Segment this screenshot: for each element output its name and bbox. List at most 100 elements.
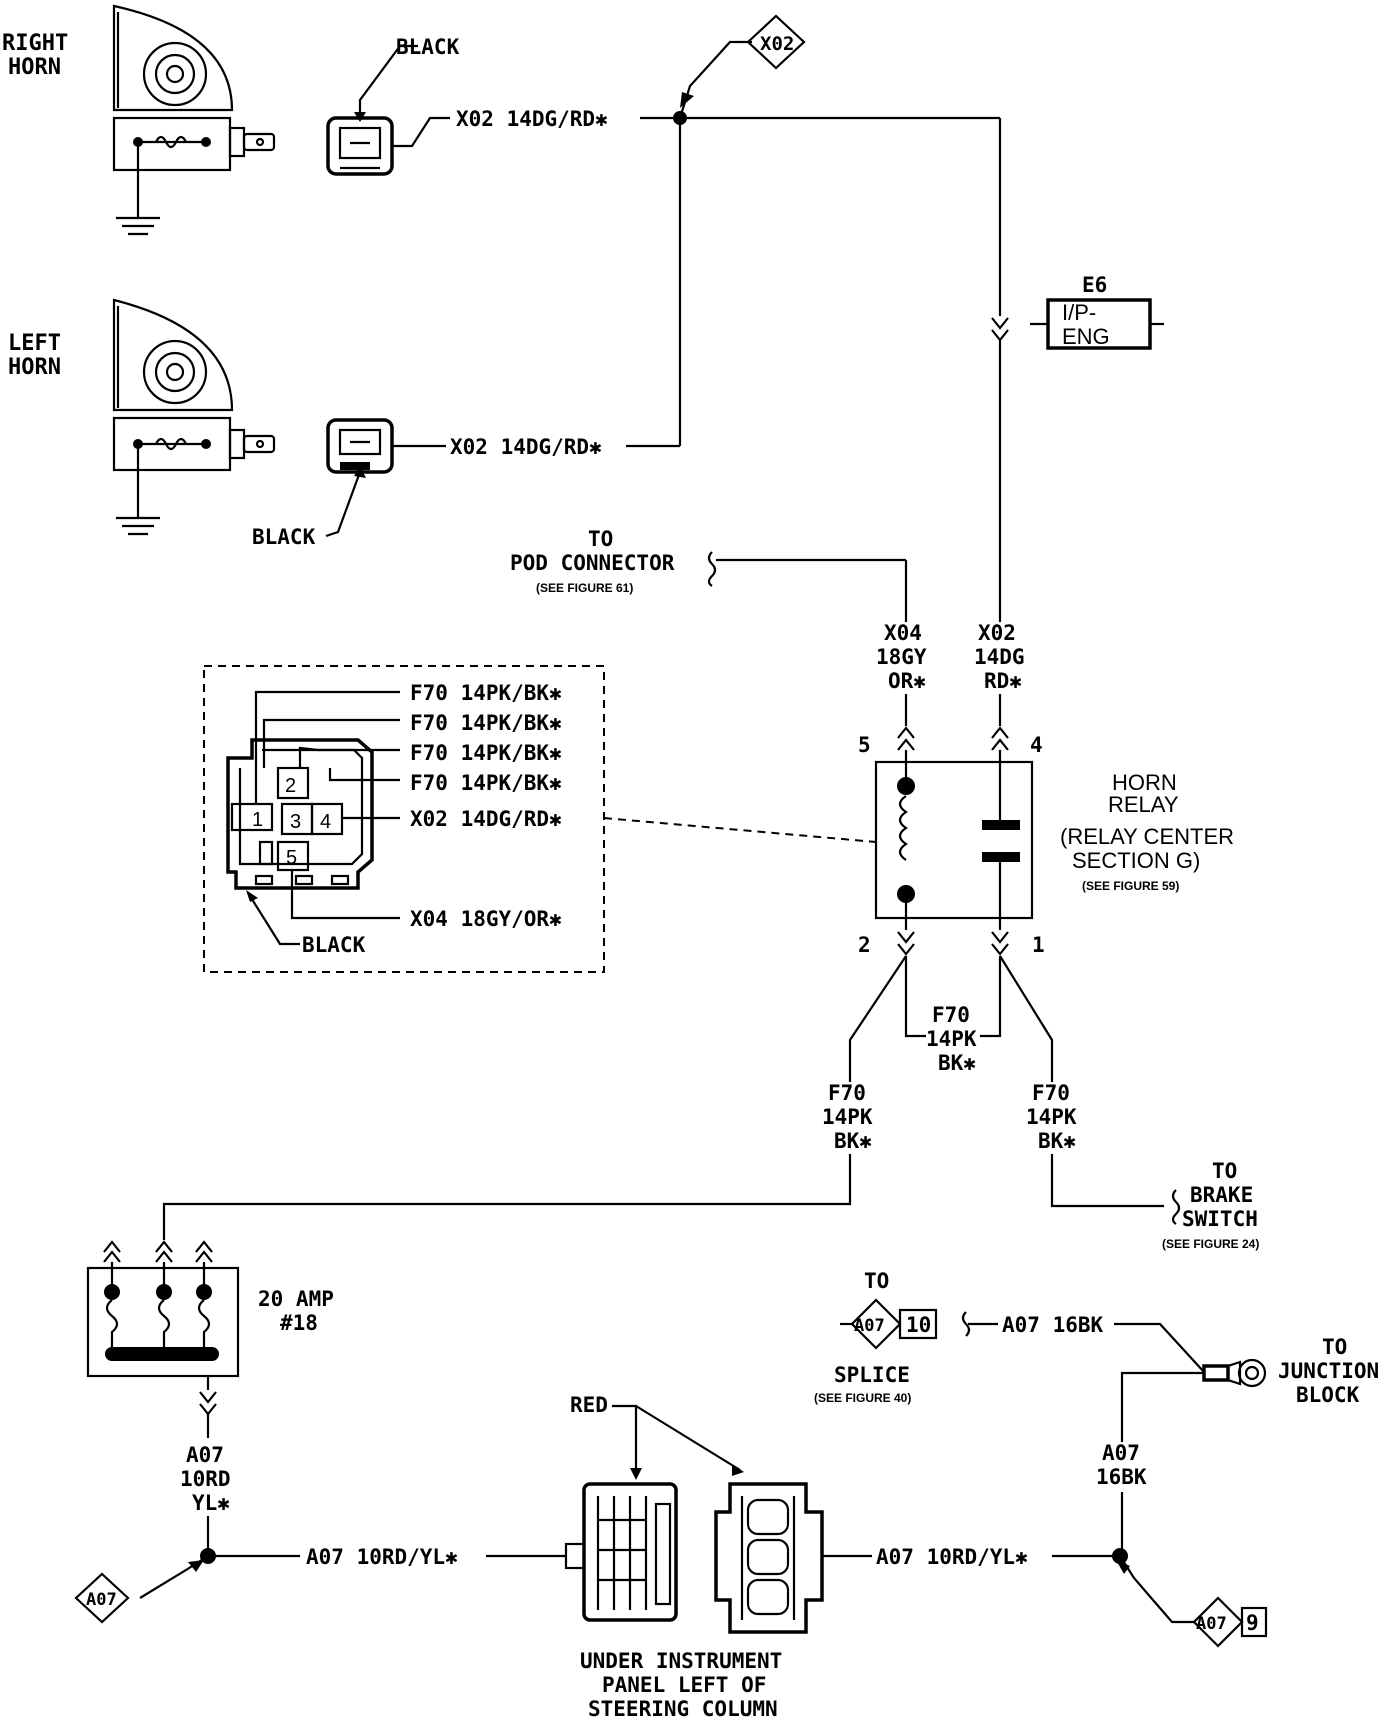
junction-wire-2: 16BK bbox=[1096, 1465, 1147, 1489]
junction-wire-1: A07 bbox=[1102, 1441, 1140, 1465]
a07-vertical-3: YL✱ bbox=[192, 1491, 230, 1515]
x04-label-1: X04 bbox=[884, 621, 922, 645]
relay-connector-leader bbox=[603, 817, 877, 843]
pod-line1: TO bbox=[588, 527, 613, 551]
pod-connector-ref: TO POD CONNECTOR (SEE FIGURE 61) bbox=[510, 527, 908, 622]
right-horn-label-2: HORN bbox=[8, 55, 61, 80]
relay-pin-2: 2 bbox=[858, 933, 871, 957]
splice-num: 10 bbox=[906, 1313, 931, 1337]
relay-connector-wire-2: F70 14PK/BK✱ bbox=[410, 711, 562, 735]
right-horn-connector bbox=[326, 116, 394, 176]
brake-line2: BRAKE bbox=[1190, 1183, 1253, 1207]
splice-label: SPLICE bbox=[834, 1363, 910, 1387]
x02-label-2: 14DG bbox=[974, 645, 1025, 669]
left-horn-connector-color: BLACK bbox=[252, 525, 316, 549]
brake-line1: TO bbox=[1212, 1159, 1237, 1183]
relay-connector-dashed-box bbox=[203, 665, 605, 973]
splice-ref-text: (SEE FIGURE 40) bbox=[814, 1391, 911, 1405]
pod-line2: POD CONNECTOR bbox=[510, 551, 675, 575]
f70-mid-2: 14PK bbox=[926, 1027, 977, 1051]
relay-wire-labels: X04 18GY OR✱ X02 14DG RD✱ bbox=[876, 621, 1025, 751]
brake-break-icon bbox=[1171, 1189, 1181, 1225]
splice-wire: A07 16BK bbox=[1002, 1313, 1104, 1337]
relay-connector-wire-1: F70 14PK/BK✱ bbox=[410, 681, 562, 705]
relay-title-2: RELAY bbox=[1108, 792, 1179, 817]
fuse-line2: #18 bbox=[280, 1311, 318, 1335]
ring-terminal-icon bbox=[1237, 1358, 1267, 1388]
f70-right-1: F70 bbox=[1032, 1081, 1070, 1105]
splice-tag-label: A07 bbox=[854, 1316, 885, 1336]
left-horn-wire-label: X02 14DG/RD✱ bbox=[450, 435, 602, 459]
relay-pin-4: 4 bbox=[1030, 733, 1043, 757]
junction-block: TO JUNCTION BLOCK A07 16BK A07 9 bbox=[1096, 1335, 1379, 1648]
right-horn-wire-label: X02 14DG/RD✱ bbox=[456, 107, 608, 131]
mating-connectors: RED A07 10RD/YL✱ UNDER INSTRUMENT PANEL … bbox=[564, 1393, 1118, 1721]
f70-right-2: 14PK bbox=[1026, 1105, 1077, 1129]
a07-left-tag bbox=[74, 1572, 130, 1624]
right-horn-label-1: RIGHT bbox=[2, 31, 68, 56]
e6-code: E6 bbox=[1082, 273, 1107, 297]
x02-label-3: RD✱ bbox=[984, 669, 1022, 693]
brake-ref: (SEE FIGURE 24) bbox=[1162, 1237, 1259, 1251]
splice-to: TO bbox=[864, 1269, 889, 1293]
f70-right-3: BK✱ bbox=[1038, 1129, 1076, 1153]
cavity-4: 4 bbox=[320, 811, 331, 833]
relay-connector-wire-4: F70 14PK/BK✱ bbox=[410, 771, 562, 795]
relay-location-1: (RELAY CENTER bbox=[1060, 824, 1234, 849]
horn-relay: 5 4 2 1 HORN RELAY (RELAY CENTER SECTION… bbox=[858, 733, 1234, 957]
a07-right-wire: A07 10RD/YL✱ bbox=[876, 1545, 1028, 1569]
a07-left: A07 10RD YL✱ A07 A07 10RD/YL✱ bbox=[74, 1443, 566, 1624]
cavity-1: 1 bbox=[252, 809, 263, 831]
f70-mid-1: F70 bbox=[932, 1003, 970, 1027]
relay-connector-color: BLACK bbox=[302, 933, 366, 957]
junction-line1: TO bbox=[1322, 1335, 1347, 1359]
right-horn: RIGHT HORN BLACK X02 14DG/RD✱ bbox=[2, 4, 680, 236]
f70-mid-3: BK✱ bbox=[938, 1051, 976, 1075]
connector-right bbox=[714, 1482, 824, 1634]
f70-left-3: BK✱ bbox=[834, 1129, 872, 1153]
cavity-2: 2 bbox=[285, 775, 296, 797]
relay-connector-view: 1 2 3 4 5 F70 14PK/BK✱ F70 14PK/BK✱ F70 … bbox=[203, 665, 605, 973]
a07-left-wire: A07 10RD/YL✱ bbox=[306, 1545, 458, 1569]
pod-ref: (SEE FIGURE 61) bbox=[536, 581, 633, 595]
relay-connector-wire-3: F70 14PK/BK✱ bbox=[410, 741, 562, 765]
fuse-20amp: 20 AMP #18 bbox=[86, 1240, 334, 1438]
right-horn-connector-color: BLACK bbox=[396, 35, 460, 59]
left-horn-label-1: LEFT bbox=[8, 331, 61, 356]
location-line2: PANEL LEFT OF bbox=[602, 1673, 766, 1697]
relay-title-1: HORN bbox=[1112, 770, 1177, 795]
relay-ref: (SEE FIGURE 59) bbox=[1082, 879, 1179, 893]
a07-left-tag-label: A07 bbox=[86, 1590, 117, 1610]
relay-pin-1: 1 bbox=[1032, 933, 1045, 957]
f70-left-2: 14PK bbox=[822, 1105, 873, 1129]
brake-switch-ref: TO BRAKE SWITCH (SEE FIGURE 24) bbox=[1162, 1159, 1259, 1251]
left-horn-bell bbox=[112, 298, 234, 412]
relay-contact-icon bbox=[982, 820, 1020, 830]
a07-vertical-1: A07 bbox=[186, 1443, 224, 1467]
e6-line1: I/P- bbox=[1062, 300, 1096, 325]
splice-break-icon bbox=[961, 1311, 971, 1337]
junction-num: 9 bbox=[1246, 1611, 1259, 1635]
splice-ref: TO A07 10 A07 16BK SPLICE (SEE FIGURE 40… bbox=[814, 1269, 1205, 1405]
x02-splice-tag bbox=[746, 14, 806, 70]
junction-line2: JUNCTION bbox=[1278, 1359, 1379, 1383]
brake-line3: SWITCH bbox=[1182, 1207, 1258, 1231]
location-line1: UNDER INSTRUMENT bbox=[580, 1649, 782, 1673]
e6-inline-connector: E6 I/P- ENG bbox=[1030, 273, 1164, 350]
right-horn-base bbox=[112, 116, 232, 172]
relay-box bbox=[874, 760, 1034, 920]
junction-line3: BLOCK bbox=[1296, 1383, 1360, 1407]
e6-line2: ENG bbox=[1062, 324, 1110, 349]
pod-break-icon bbox=[707, 551, 717, 587]
f70-wiring: F70 14PK BK✱ F70 14PK BK✱ F70 14PK BK✱ bbox=[162, 955, 1181, 1240]
x02-bus: X02 bbox=[673, 14, 1009, 622]
cavity-5: 5 bbox=[286, 847, 297, 869]
connector-left bbox=[582, 1482, 678, 1622]
red-label: RED bbox=[570, 1393, 608, 1417]
relay-connector-wire-6: X04 18GY/OR✱ bbox=[410, 907, 562, 931]
relay-pin-5: 5 bbox=[858, 733, 871, 757]
left-horn-label-2: HORN bbox=[8, 355, 61, 380]
x02-label-1: X02 bbox=[978, 621, 1016, 645]
ring-terminal bbox=[1202, 1364, 1230, 1382]
